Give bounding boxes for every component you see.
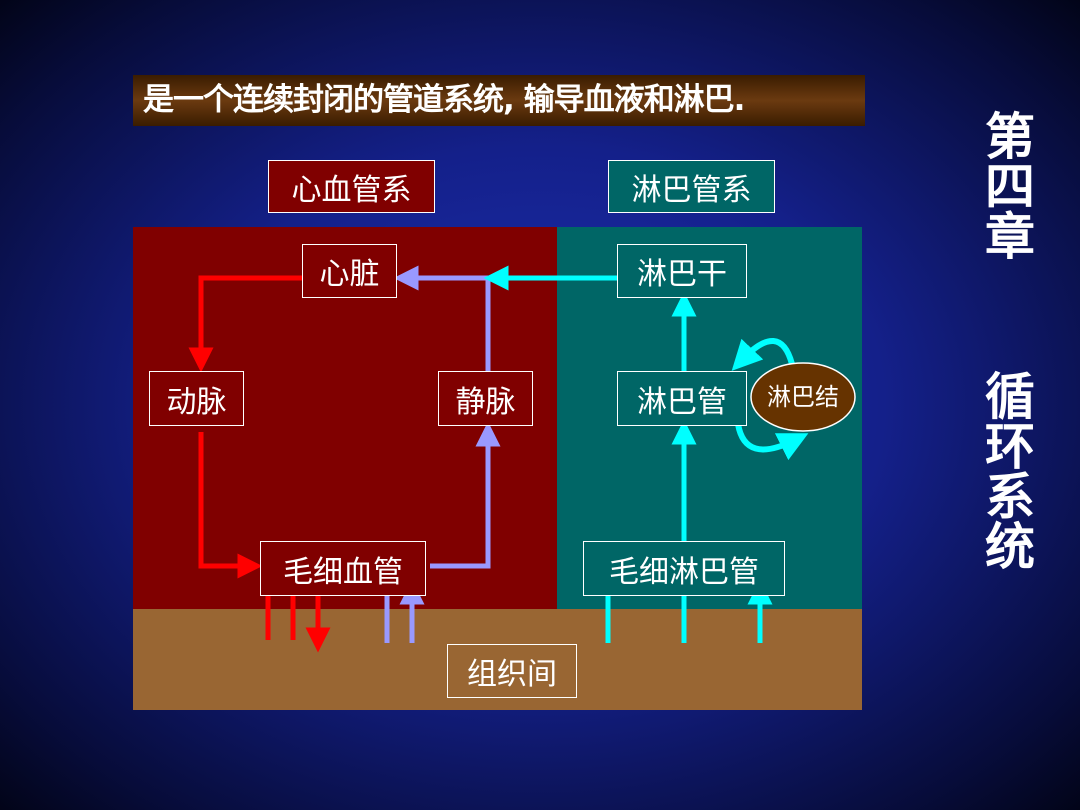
artery-to-capillary-arrow	[198, 432, 263, 579]
vein-to-heart-arrow	[393, 265, 491, 371]
vessel-to-node-arrow	[735, 423, 809, 461]
capillary-to-vein-arrow	[430, 421, 501, 569]
lymph-vessel-node: 淋巴管	[617, 371, 747, 426]
tissue-node: 组织间	[447, 644, 577, 698]
blood-in-arrow	[384, 592, 412, 643]
chapter-label: 第四章	[975, 110, 1035, 260]
lymph-node-label: 淋巴结	[767, 383, 839, 411]
heart-to-artery-arrow	[188, 275, 302, 373]
topic-label: 循环系统	[975, 370, 1035, 570]
lymph-capillary-node: 毛细淋巴管	[583, 541, 785, 596]
lymphatic-header: 淋巴管系	[608, 160, 775, 213]
vein-node: 静脉	[438, 371, 533, 426]
artery-node: 动脉	[149, 371, 244, 426]
slide-title: 是一个连续封闭的管道系统, 输导血液和淋巴.	[133, 75, 865, 126]
lymph-trunk-node: 淋巴干	[617, 244, 747, 298]
blood-capillary-node: 毛细血管	[260, 541, 426, 596]
chapter-text: 第四章	[977, 110, 1035, 260]
heart-node: 心脏	[302, 244, 397, 298]
topic-text: 循环系统	[977, 370, 1035, 570]
node-to-vessel-arrow	[731, 338, 795, 371]
lymph-node-shape	[750, 362, 856, 432]
lymph-in-arrow	[605, 592, 760, 643]
cardiovascular-header: 心血管系	[268, 160, 435, 213]
